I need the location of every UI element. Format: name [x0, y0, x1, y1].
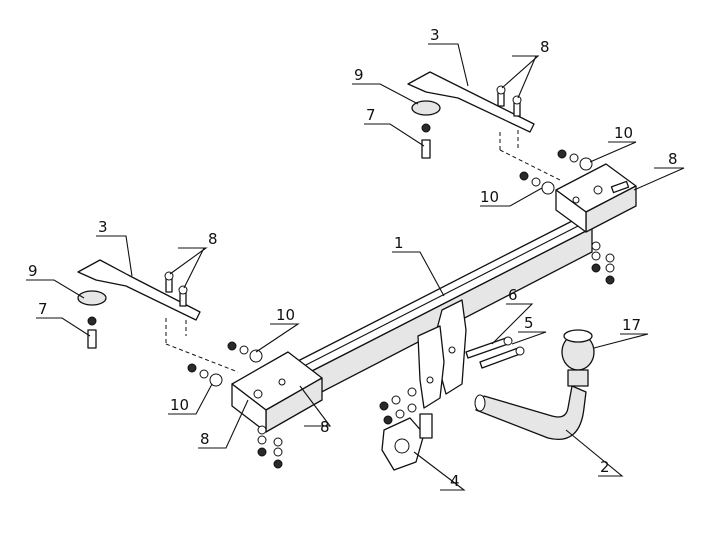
callout-8-left-end: 8 [200, 430, 210, 448]
socket-plate [381, 413, 433, 471]
bolts-5-6 [465, 336, 525, 369]
centre-plates [417, 299, 467, 409]
right-end-bracket [555, 163, 637, 233]
fastener-stacks [187, 149, 630, 469]
callout-17: 17 [622, 316, 641, 334]
callout-7-right: 7 [366, 106, 376, 124]
callout-10-left-upper: 10 [276, 306, 295, 324]
callout-8-left-bracket: 8 [320, 418, 330, 436]
callout-10-top-right: 10 [614, 124, 633, 142]
left-end-bracket [231, 351, 323, 433]
callout-5: 5 [524, 314, 534, 332]
left-top-assembly [77, 259, 239, 373]
callout-10-right-lower: 10 [480, 188, 499, 206]
callout-1: 1 [394, 234, 404, 252]
tow-ball [561, 329, 595, 387]
callout-9-left: 9 [28, 262, 38, 280]
callout-7-left: 7 [38, 300, 48, 318]
callout-labels: 1 2 3 3 4 5 6 7 7 8 8 8 8 8 9 9 10 10 10… [28, 26, 678, 490]
callout-3-left: 3 [98, 218, 108, 236]
callout-10-left-lower: 10 [170, 396, 189, 414]
callout-6: 6 [508, 286, 518, 304]
callout-8-right-end: 8 [668, 150, 678, 168]
callout-8-top-right: 8 [540, 38, 550, 56]
ball-neck [474, 385, 587, 440]
callout-3-right: 3 [430, 26, 440, 44]
callout-8-top-left: 8 [208, 230, 218, 248]
leader-lines [26, 43, 685, 491]
callout-4: 4 [450, 472, 460, 490]
right-top-assembly [407, 71, 561, 181]
callout-9-right: 9 [354, 66, 364, 84]
callout-2: 2 [600, 458, 610, 476]
